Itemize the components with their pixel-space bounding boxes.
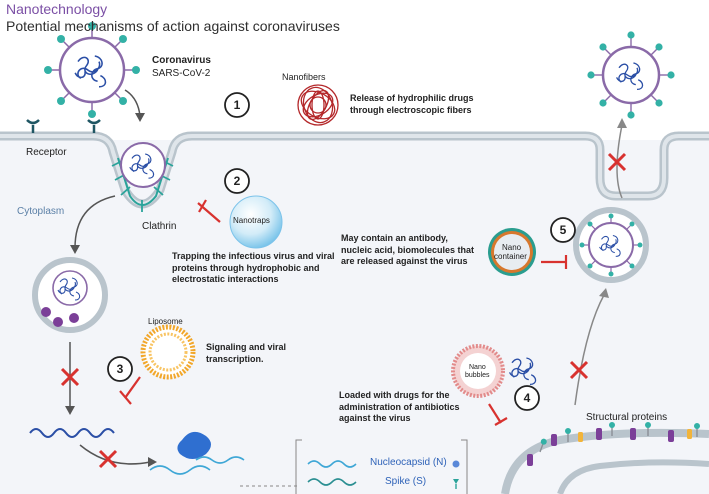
nano-container-label-1: Nano — [502, 243, 522, 252]
structural-proteins-label: Structural proteins — [586, 412, 668, 423]
page-subtitle: Potential mechanisms of action against c… — [6, 18, 340, 34]
mechanism-5-text: May contain an antibody, nucleic acid, b… — [341, 233, 475, 266]
receptor-label: Receptor — [26, 147, 67, 158]
nano-bubbles-label-2: bubbles — [465, 372, 490, 379]
mechanism-2-text: Trapping the infectious virus and viral … — [172, 251, 335, 284]
liposome-label: Liposome — [148, 317, 183, 326]
mechanism-1-text: Release of hydrophilic drugs through ele… — [350, 93, 474, 115]
step-number-1: 1 — [233, 98, 241, 112]
page-title: Nanotechnology — [6, 1, 108, 17]
step-number-5: 5 — [559, 223, 567, 237]
nano-container-label-2: container — [494, 252, 527, 261]
mechanism-4-text: Loaded with drugs for the administration… — [339, 390, 460, 423]
cytoplasm-label: Cytoplasm — [17, 206, 65, 217]
mechanism-3-text: Signaling and viral transcription. — [206, 342, 287, 364]
nanofibers-label: Nanofibers — [282, 72, 326, 82]
legend-nucleocapsid: Nucleocapsid (N) — [370, 457, 447, 468]
coronavirus-label: Coronavirus — [152, 55, 211, 66]
step-number-3: 3 — [116, 362, 124, 376]
step-number-2: 2 — [233, 174, 241, 188]
nanotraps-label: Nanotraps — [233, 216, 270, 225]
clathrin-label: Clathrin — [142, 221, 177, 232]
legend-spike: Spike (S) — [385, 476, 427, 487]
sars-label: SARS-CoV-2 — [152, 68, 211, 79]
nano-bubbles-label-1: Nano — [469, 364, 486, 371]
step-number-4: 4 — [523, 391, 531, 405]
